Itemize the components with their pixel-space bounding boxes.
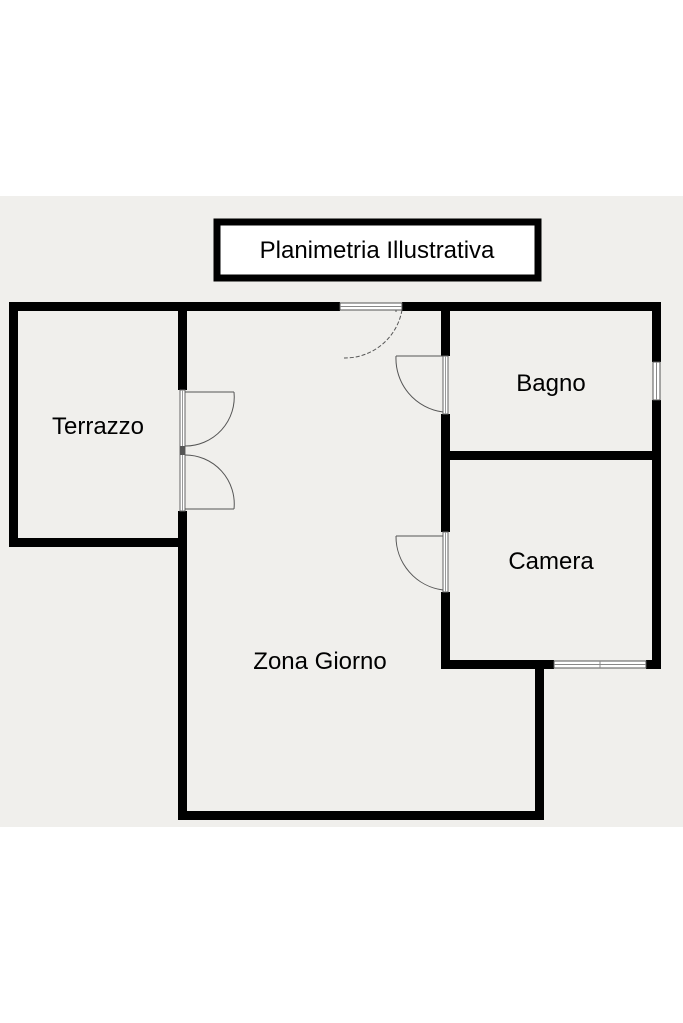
wall-terrazzo-bottom	[9, 538, 187, 547]
door-camera	[395, 531, 449, 593]
wall-zona-right	[535, 660, 544, 820]
walls	[9, 302, 661, 820]
room-label-zona-giorno: Zona Giorno	[253, 648, 386, 675]
wall-terrazzo-divider-upper	[178, 302, 187, 390]
window-bagno	[652, 361, 661, 401]
wall-terrazzo-left	[9, 302, 18, 547]
floor-plan-background	[0, 196, 683, 827]
door-bagno	[395, 355, 449, 415]
room-label-bagno: Bagno	[516, 370, 585, 397]
wall-partition-top	[441, 302, 450, 356]
wall-terrazzo-divider-lower	[178, 511, 187, 547]
wall-terrazzo-top	[9, 302, 187, 311]
window-camera	[553, 660, 647, 669]
wall-top-left	[178, 302, 340, 311]
door-terrazzo-double	[179, 389, 235, 512]
wall-zona-bottom	[178, 811, 544, 820]
wall-top-right	[402, 302, 661, 311]
window-top-entrance	[339, 302, 403, 311]
plan-title: Planimetria Illustrativa	[260, 237, 495, 264]
wall-zona-left	[178, 538, 187, 820]
title-box: Planimetria Illustrativa	[213, 218, 542, 282]
wall-camera-bottom-left	[441, 660, 554, 669]
wall-right-lower	[652, 400, 661, 669]
wall-partition-low	[441, 592, 450, 669]
room-label-camera: Camera	[508, 548, 594, 575]
wall-partition-mid	[441, 414, 450, 532]
wall-bagno-camera	[441, 451, 661, 460]
room-label-terrazzo: Terrazzo	[52, 413, 144, 440]
door-entrance	[343, 309, 403, 359]
wall-right-upper	[652, 302, 661, 362]
wall-camera-bottom-right	[646, 660, 661, 669]
